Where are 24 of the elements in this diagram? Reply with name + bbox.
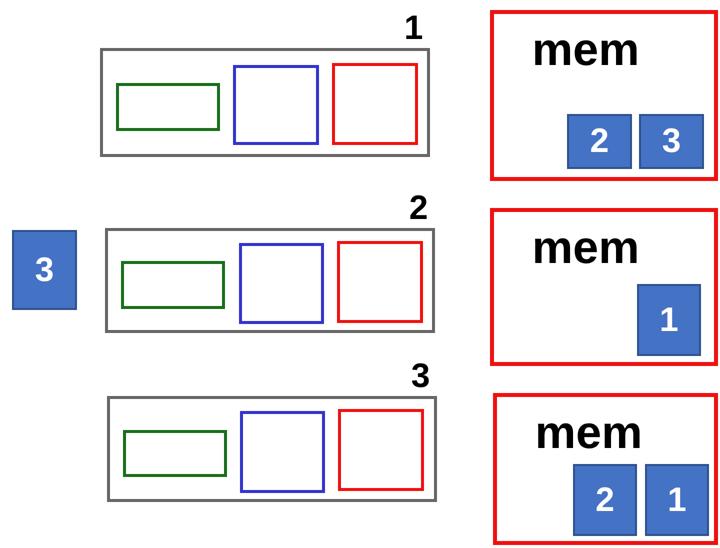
empty-rectangle xyxy=(123,430,227,477)
memory-title: mem xyxy=(535,409,642,455)
empty-rectangle xyxy=(332,63,418,145)
panel-number: 1 xyxy=(404,11,423,45)
empty-rectangle xyxy=(240,411,325,493)
panel-number: 2 xyxy=(409,191,428,225)
memory-title: mem xyxy=(532,224,640,270)
empty-rectangle xyxy=(239,243,324,324)
memory-title: mem xyxy=(532,26,640,72)
number-tile: 3 xyxy=(639,114,704,169)
number-tile: 3 xyxy=(12,230,77,310)
panel-number: 3 xyxy=(411,359,430,393)
number-tile: 1 xyxy=(645,464,709,536)
number-tile: 1 xyxy=(637,284,701,356)
number-tile: 2 xyxy=(573,464,637,536)
memory-panel xyxy=(490,10,718,181)
number-tile: 2 xyxy=(567,114,632,169)
empty-rectangle xyxy=(337,241,423,323)
empty-rectangle xyxy=(338,409,424,491)
memory-panel xyxy=(490,208,718,366)
empty-rectangle xyxy=(116,83,220,131)
empty-rectangle xyxy=(121,261,225,309)
memory-panel xyxy=(493,393,718,545)
empty-rectangle xyxy=(233,65,319,145)
